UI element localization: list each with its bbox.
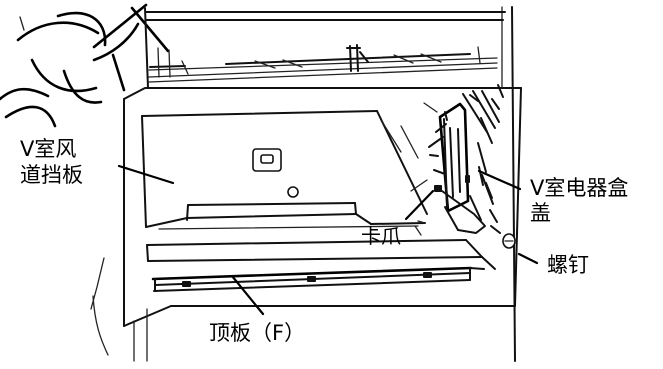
electrical-box-cover-label-line1: V室电器盒 [530, 176, 628, 200]
screw-label: 螺钉 [547, 253, 589, 277]
air-duct-baffle-label-line2: 道挡板 [20, 163, 83, 187]
air-duct-baffle-panel [141, 102, 438, 236]
outer-frame [19, 6, 522, 362]
electrical-box-cover-label-line2: 盖 [530, 201, 551, 225]
top-plate-label: 顶板（F） [209, 321, 305, 345]
diagram-labels: V室风 道挡板 V室电器盒 盖 卡爪 螺钉 顶板（F） [20, 137, 628, 345]
leader-lines [117, 164, 539, 316]
electrical-box-cover [428, 84, 504, 234]
upper-rail-assembly [145, 11, 506, 83]
clip-label: 卡爪 [361, 224, 401, 248]
screw [502, 233, 516, 249]
air-duct-baffle-label-line1: V室风 [20, 137, 76, 161]
watermark-strokes [0, 3, 170, 128]
top-plate-shelf [146, 239, 496, 292]
